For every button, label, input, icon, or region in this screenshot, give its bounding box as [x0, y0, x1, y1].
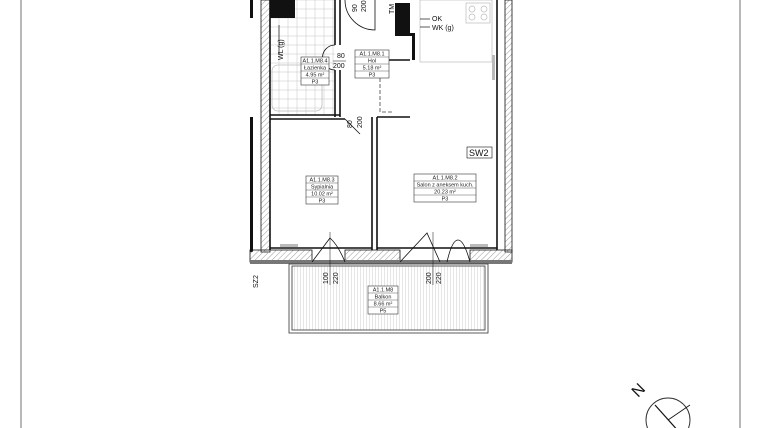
room-finish: P5	[380, 309, 387, 315]
bath-door-height: 200	[333, 63, 345, 70]
balcony-door1-height: 220	[333, 272, 340, 284]
room-name: Salon z aneksem kuch.	[417, 183, 474, 189]
entry-door-width: 90	[352, 4, 359, 12]
radiator	[280, 244, 298, 247]
ok-label: OK	[432, 16, 442, 23]
sw2-label: SW2	[469, 148, 489, 158]
north-label: N	[629, 381, 649, 401]
bed-door-height: 200	[357, 116, 364, 128]
room-area: 5.18 m²	[363, 66, 382, 72]
room-finish: P3	[442, 197, 449, 203]
radiator	[470, 244, 488, 247]
interior-walls	[269, 0, 498, 250]
room-name: Hol	[368, 59, 376, 65]
room-code: A1.1.M8.4	[302, 59, 327, 65]
room-code: A1.1.M8	[373, 288, 393, 294]
bathroom-fixture	[270, 0, 295, 18]
balcony-door2-height: 220	[436, 272, 443, 284]
room-code: A1.1.M8.2	[432, 176, 457, 182]
room-name: Sypialnia	[311, 185, 334, 191]
entry-door-height: 200	[361, 0, 368, 12]
walls	[249, 0, 513, 264]
bed-door-width: 80	[347, 120, 354, 128]
tm-label: TM	[389, 4, 396, 14]
radiator	[492, 55, 495, 80]
installation-shaft	[395, 3, 415, 60]
wl-label: WL (g)	[278, 39, 285, 60]
bathtub	[271, 64, 323, 112]
room-area: 20.23 m²	[434, 190, 456, 196]
balcony-door1-width: 100	[323, 272, 330, 284]
room-area: 8.66 m²	[374, 302, 393, 308]
wk-label: WK (g)	[432, 25, 454, 32]
sz2-label: SZ2	[253, 275, 260, 288]
room-name: Balkon	[375, 295, 392, 301]
room-name: Łazienka	[304, 66, 327, 72]
north-arrow-icon: N	[629, 381, 691, 428]
room-area: 10.02 m²	[311, 192, 333, 198]
room-code: A1.1.M8.1	[359, 52, 384, 58]
room-area: 4.95 m²	[306, 73, 325, 79]
hall-boundary	[379, 60, 394, 113]
room-code: A1.1.M8.3	[309, 178, 334, 184]
balcony-door2-width: 200	[426, 272, 433, 284]
room-finish: P3	[319, 199, 326, 205]
room-finish: P3	[312, 80, 319, 86]
kitchen-counter	[419, 0, 493, 63]
bath-door-width: 80	[337, 53, 345, 60]
room-finish: P3	[369, 73, 376, 79]
